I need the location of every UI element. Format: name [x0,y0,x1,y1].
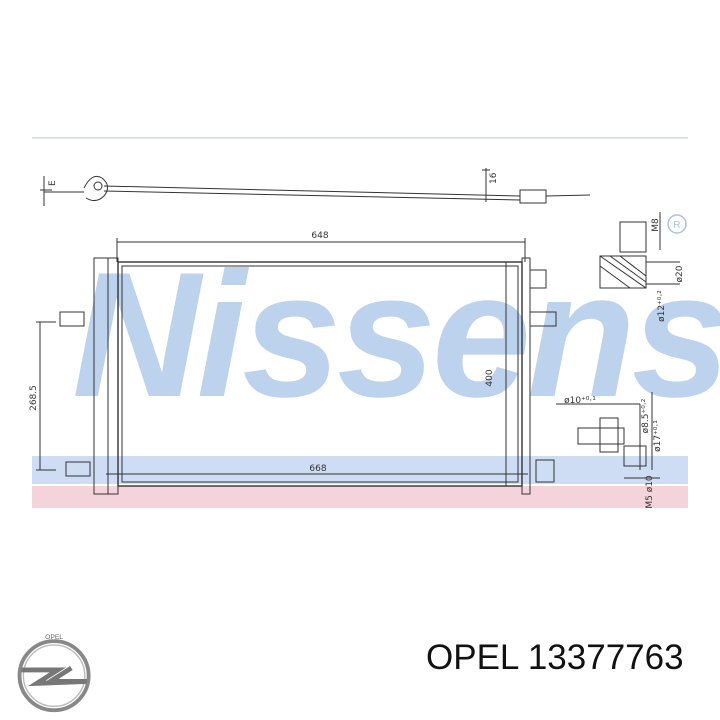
dim-d20: ø20 [675,265,685,282]
dim-clip-label: E [48,180,58,186]
registered-mark: R [673,220,680,231]
brand-name: OPEL [426,638,519,677]
part-number: 13377763 [527,638,684,677]
opel-logo: OPEL [17,634,91,713]
blue-band [32,456,688,484]
dim-bottom-width: 668 [309,464,326,474]
nissens-watermark: Nissens [72,235,720,434]
registered-mark-circle [667,214,687,234]
dim-d10: ø10⁺⁰·¹ [564,396,596,406]
dim-top-width: 648 [311,231,328,241]
drawing-frame-top [32,137,688,139]
part-number-caption: OPEL 13377763 [426,638,684,678]
opel-logo-ring-inner [22,644,86,708]
dim-m5: M5 ø10 [645,475,655,509]
dim-pipe-label: 16 [489,172,499,184]
dim-d17: ø17⁺⁰·¹ [653,420,663,452]
dim-d12: ø12⁺⁰·² [657,290,667,322]
opel-logo-ring [17,639,91,713]
condenser-core [36,238,557,495]
lower-fitting-detail [556,392,660,479]
dim-m8: M8 [651,218,661,232]
dim-height: 400 [485,369,495,386]
upper-fitting-detail [599,212,680,289]
pink-band [32,486,688,508]
top-pipe [40,168,591,206]
opel-logo-text: OPEL [45,634,63,641]
dim-d8: ø8.5⁺⁰·² [641,398,651,433]
opel-blitz-icon [21,665,87,687]
dim-side: 268.5 [29,385,39,411]
